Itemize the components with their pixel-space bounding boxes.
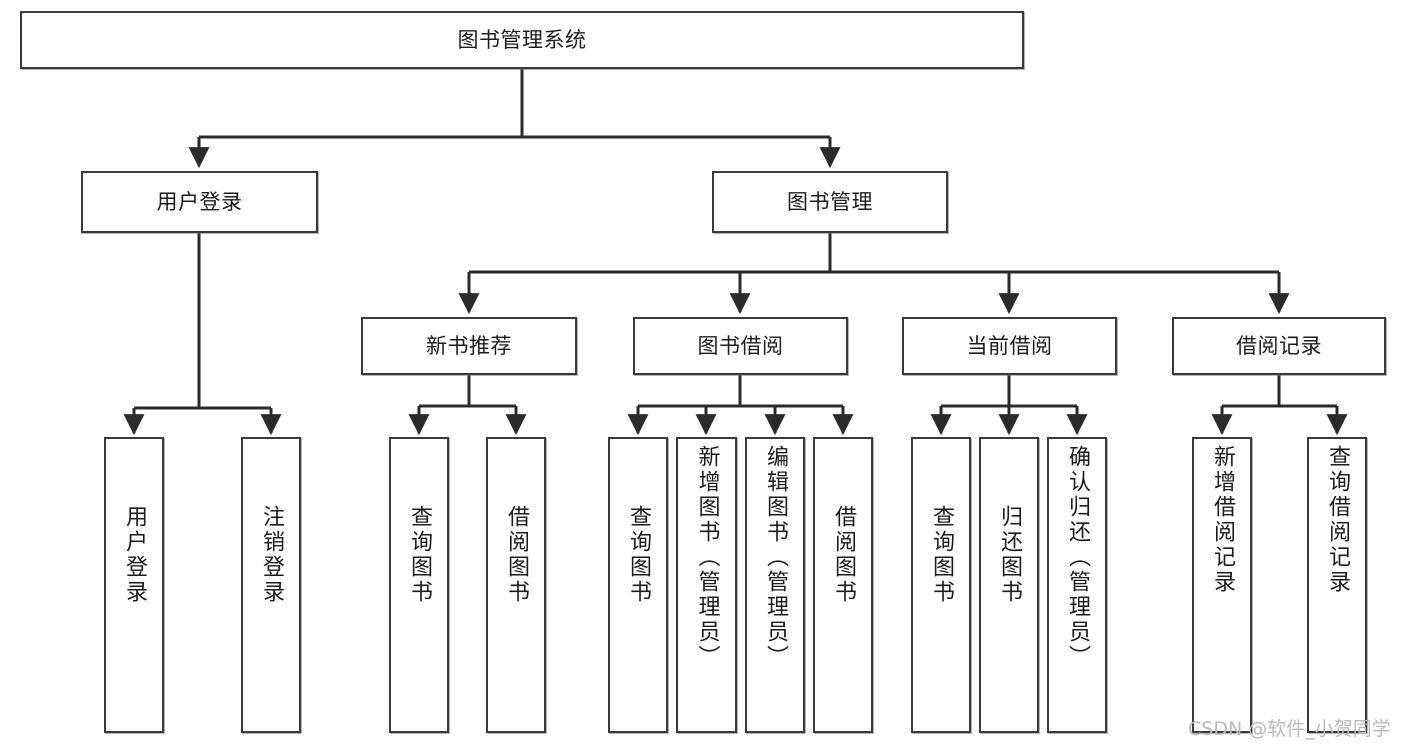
- node-new-book-recommend[interactable]: 新书推荐: [361, 317, 577, 375]
- node-borrow-record-label: 借阅记录: [1236, 333, 1322, 358]
- node-leaf-user-login-label: 用户登录: [122, 505, 147, 605]
- node-leaf-confirm-return[interactable]: 确认归还（管理员）: [1047, 437, 1107, 733]
- node-leaf-query-book-2-label: 查询图书: [626, 505, 651, 605]
- node-leaf-add-record-label: 新增借阅记录: [1210, 445, 1235, 595]
- node-leaf-add-book-label: 新增图书（管理员）: [694, 445, 720, 670]
- node-book-manage[interactable]: 图书管理: [712, 171, 948, 233]
- node-leaf-user-logout-label: 注销登录: [259, 505, 284, 605]
- node-leaf-query-book-1-label: 查询图书: [407, 505, 432, 605]
- node-current-borrow-label: 当前借阅: [966, 333, 1053, 358]
- node-leaf-query-record[interactable]: 查询借阅记录: [1307, 437, 1367, 733]
- node-leaf-add-book[interactable]: 新增图书（管理员）: [676, 437, 737, 733]
- node-borrow-record[interactable]: 借阅记录: [1172, 317, 1386, 375]
- node-leaf-query-book-1[interactable]: 查询图书: [389, 437, 449, 733]
- watermark: CSDN @软件_小贺同学: [1188, 718, 1391, 740]
- node-leaf-return-book-label: 归还图书: [997, 505, 1022, 605]
- node-leaf-query-book-3[interactable]: 查询图书: [911, 437, 971, 733]
- node-leaf-borrow-book-1-label: 借阅图书: [504, 505, 529, 605]
- node-book-manage-label: 图书管理: [787, 189, 873, 214]
- node-leaf-add-record[interactable]: 新增借阅记录: [1192, 437, 1252, 733]
- node-new-book-recommend-label: 新书推荐: [426, 333, 512, 358]
- node-leaf-user-logout[interactable]: 注销登录: [241, 437, 301, 733]
- node-leaf-edit-book-label: 编辑图书（管理员）: [763, 445, 788, 670]
- node-leaf-borrow-book-2[interactable]: 借阅图书: [813, 437, 873, 733]
- node-user-login[interactable]: 用户登录: [81, 171, 318, 233]
- node-root[interactable]: 图书管理系统: [20, 11, 1024, 69]
- node-leaf-query-book-2[interactable]: 查询图书: [608, 437, 668, 733]
- node-leaf-user-login[interactable]: 用户登录: [104, 437, 164, 733]
- node-leaf-borrow-book-1[interactable]: 借阅图书: [486, 437, 546, 733]
- node-book-borrow[interactable]: 图书借阅: [633, 317, 848, 375]
- node-root-label: 图书管理系统: [457, 27, 587, 52]
- node-user-login-label: 用户登录: [156, 189, 243, 214]
- node-leaf-confirm-return-label: 确认归还（管理员）: [1065, 445, 1090, 670]
- node-book-borrow-label: 图书借阅: [697, 333, 784, 358]
- node-leaf-return-book[interactable]: 归还图书: [979, 437, 1039, 733]
- node-current-borrow[interactable]: 当前借阅: [902, 317, 1117, 375]
- node-leaf-borrow-book-2-label: 借阅图书: [831, 505, 856, 605]
- node-leaf-query-record-label: 查询借阅记录: [1325, 445, 1350, 595]
- node-leaf-edit-book[interactable]: 编辑图书（管理员）: [745, 437, 805, 733]
- node-leaf-query-book-3-label: 查询图书: [929, 505, 954, 605]
